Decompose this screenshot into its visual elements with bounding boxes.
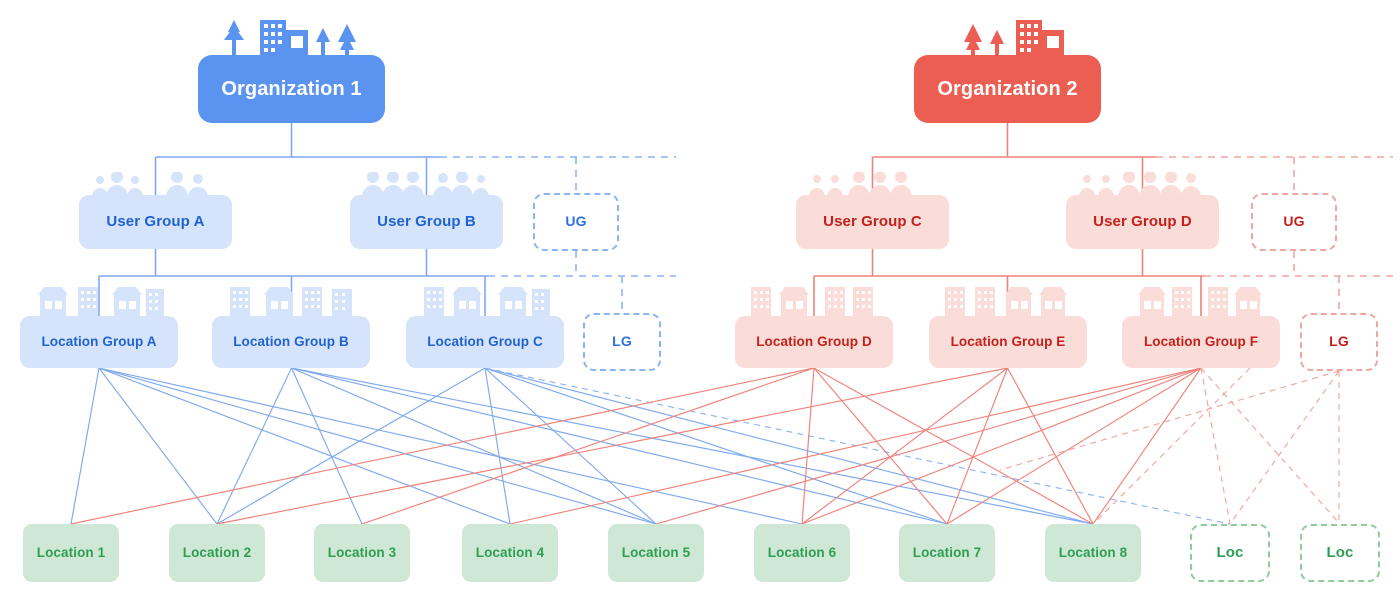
location-node-5[interactable]: Location 5 xyxy=(608,524,704,582)
location-group-node-a[interactable]: Location Group A xyxy=(20,316,178,368)
user-group-label: User Group B xyxy=(377,212,476,230)
location-node-1[interactable]: Location 1 xyxy=(23,524,119,582)
org-label: Organization 2 xyxy=(937,78,1078,100)
shops-and-buildings-icon xyxy=(751,287,873,317)
location-node-8[interactable]: Location 8 xyxy=(1045,524,1141,582)
user-group-label: User Group D xyxy=(1093,212,1192,230)
location-group-label: Location Group C xyxy=(427,333,543,349)
placeholder-label: Loc xyxy=(1216,543,1244,561)
placeholder-label: LG xyxy=(612,333,632,350)
location-label: Location 1 xyxy=(36,544,106,560)
location-label: Location 6 xyxy=(767,544,837,560)
shops-and-buildings-icon xyxy=(38,287,164,317)
org-label: Organization 1 xyxy=(221,78,362,100)
user-group-node-a[interactable]: User Group A xyxy=(79,195,232,249)
placeholder-label: UG xyxy=(565,213,587,230)
location-label: Location 4 xyxy=(475,544,545,560)
shops-and-buildings-icon xyxy=(945,287,1067,317)
shops-and-buildings-icon xyxy=(1138,287,1262,317)
location-placeholder-2[interactable]: Loc xyxy=(1300,524,1380,582)
org-node-organization-2[interactable]: Organization 2 xyxy=(914,55,1101,123)
location-label: Location 2 xyxy=(182,544,252,560)
location-group-placeholder-red[interactable]: LG xyxy=(1300,313,1378,371)
location-group-node-d[interactable]: Location Group D xyxy=(735,316,893,368)
shops-and-buildings-icon xyxy=(424,287,550,317)
location-group-label: Location Group D xyxy=(756,333,872,349)
location-node-4[interactable]: Location 4 xyxy=(462,524,558,582)
location-group-label: Location Group B xyxy=(233,333,349,349)
user-group-node-d[interactable]: User Group D xyxy=(1066,195,1219,249)
user-group-placeholder-blue[interactable]: UG xyxy=(533,193,619,251)
location-group-node-f[interactable]: Location Group F xyxy=(1122,316,1280,368)
location-node-2[interactable]: Location 2 xyxy=(169,524,265,582)
location-group-node-b[interactable]: Location Group B xyxy=(212,316,370,368)
shops-and-buildings-icon xyxy=(230,287,352,317)
org-node-organization-1[interactable]: Organization 1 xyxy=(198,55,385,123)
location-group-label: Location Group F xyxy=(1143,333,1259,349)
location-node-6[interactable]: Location 6 xyxy=(754,524,850,582)
location-group-label: Location Group E xyxy=(950,333,1066,349)
user-group-placeholder-red[interactable]: UG xyxy=(1251,193,1337,251)
user-group-node-b[interactable]: User Group B xyxy=(350,195,503,249)
location-label: Location 5 xyxy=(621,544,691,560)
location-node-3[interactable]: Location 3 xyxy=(314,524,410,582)
location-placeholder-1[interactable]: Loc xyxy=(1190,524,1270,582)
location-node-7[interactable]: Location 7 xyxy=(899,524,995,582)
location-group-placeholder-blue[interactable]: LG xyxy=(583,313,661,371)
placeholder-label: Loc xyxy=(1326,543,1354,561)
placeholder-label: UG xyxy=(1283,213,1305,230)
city-and-trees-icon xyxy=(224,20,356,58)
location-label: Location 7 xyxy=(912,544,982,560)
location-group-label: Location Group A xyxy=(41,333,157,349)
location-group-node-c[interactable]: Location Group C xyxy=(406,316,564,368)
location-group-node-e[interactable]: Location Group E xyxy=(929,316,1087,368)
user-group-node-c[interactable]: User Group C xyxy=(796,195,949,249)
user-group-label: User Group C xyxy=(823,212,922,230)
location-label: Location 3 xyxy=(327,544,397,560)
placeholder-label: LG xyxy=(1329,333,1349,350)
trees-and-city-icon xyxy=(964,20,1064,58)
user-group-label: User Group A xyxy=(106,212,205,230)
location-label: Location 8 xyxy=(1058,544,1128,560)
